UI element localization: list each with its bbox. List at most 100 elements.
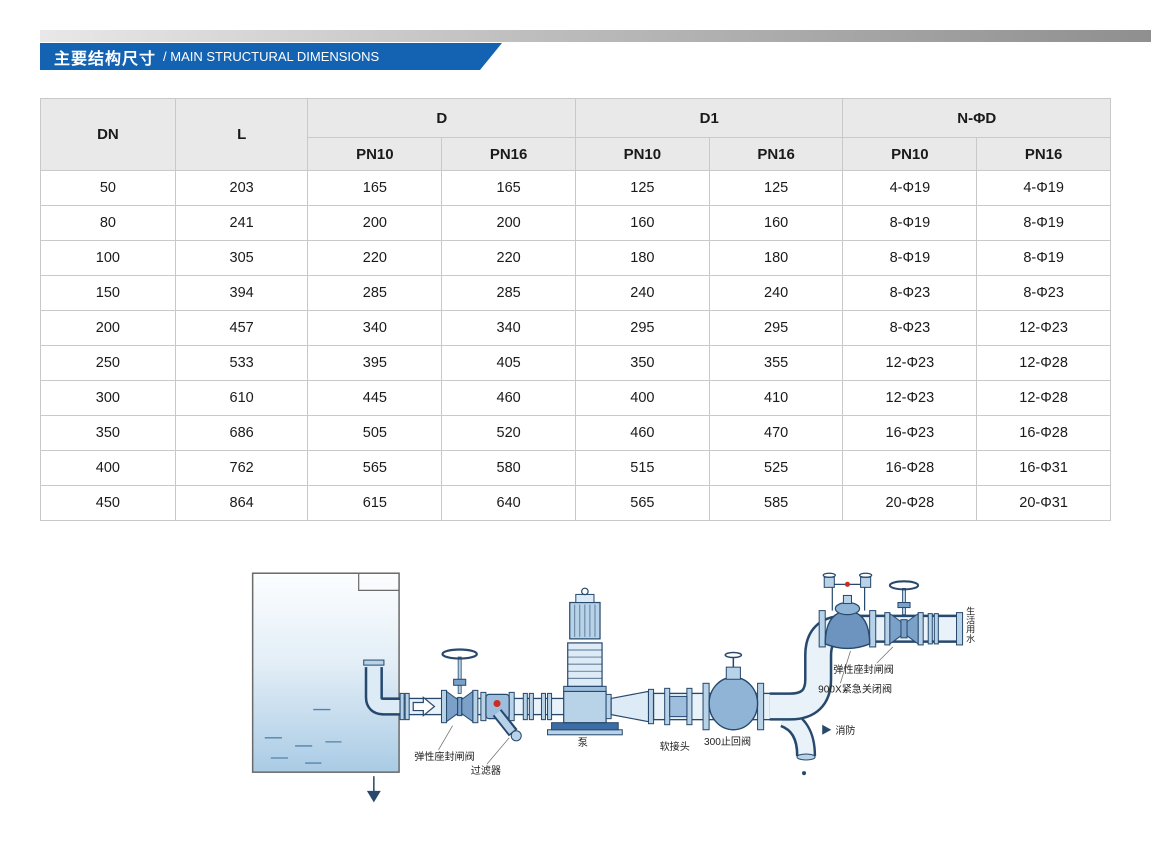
col-header-d1: D1 <box>574 98 844 138</box>
table-cell: 220 <box>441 240 576 276</box>
table-cell: 240 <box>574 275 710 311</box>
table-cell: 300 <box>40 380 176 416</box>
table-cell: 8-Φ23 <box>842 275 978 311</box>
table-cell: 610 <box>174 380 309 416</box>
table-cell: 250 <box>40 345 176 381</box>
label-domestic-water: 生活用水 <box>965 606 976 643</box>
table-cell: 20-Φ28 <box>842 485 978 521</box>
table-cell: 405 <box>441 345 576 381</box>
fire-branch <box>779 708 817 776</box>
table-cell: 12-Φ23 <box>842 380 978 416</box>
fire-arrow <box>822 724 832 735</box>
subheader-d1-pn16: PN16 <box>708 137 844 171</box>
table-cell: 16-Φ23 <box>842 415 978 451</box>
table-cell: 340 <box>307 310 443 346</box>
outlet-coupling <box>927 612 964 646</box>
subheader-d-pn16: PN16 <box>441 137 576 171</box>
table-cell: 350 <box>40 415 176 451</box>
table-cell: 285 <box>441 275 576 311</box>
table-cell: 460 <box>441 380 576 416</box>
table-cell: 12-Φ28 <box>976 380 1111 416</box>
table-cell: 350 <box>574 345 710 381</box>
reducer-cone <box>605 688 655 725</box>
pilot-red-fitting <box>844 581 850 587</box>
table-cell: 180 <box>574 240 710 276</box>
table-cell: 240 <box>708 275 844 311</box>
label-gate-valve-right: 弹性座封闸阀 <box>833 663 893 676</box>
table-cell: 565 <box>307 450 443 486</box>
table-cell: 4-Φ19 <box>976 170 1111 206</box>
table-cell: 450 <box>40 485 176 521</box>
table-cell: 203 <box>174 170 309 206</box>
table-cell: 520 <box>441 415 576 451</box>
table-cell: 400 <box>40 450 176 486</box>
table-cell: 20-Φ31 <box>976 485 1111 521</box>
table-cell: 125 <box>574 170 710 206</box>
table-cell: 285 <box>307 275 443 311</box>
subheader-nd-pn10: PN10 <box>842 137 978 171</box>
table-cell: 295 <box>708 310 844 346</box>
table-cell: 400 <box>574 380 710 416</box>
table-cell: 241 <box>174 205 309 241</box>
table-cell: 505 <box>307 415 443 451</box>
table-cell: 864 <box>174 485 309 521</box>
table-cell: 16-Φ28 <box>976 415 1111 451</box>
table-cell: 165 <box>441 170 576 206</box>
table-cell: 220 <box>307 240 443 276</box>
drain-arrow <box>366 776 381 803</box>
table-cell: 125 <box>708 170 844 206</box>
table-cell: 295 <box>574 310 710 346</box>
table-cell: 100 <box>40 240 176 276</box>
table-cell: 580 <box>441 450 576 486</box>
table-cell: 12-Φ23 <box>842 345 978 381</box>
soft-joint <box>664 687 693 726</box>
gate-valve-left <box>440 648 479 724</box>
table-cell: 640 <box>441 485 576 521</box>
table-cell: 395 <box>307 345 443 381</box>
label-emergency-valve: 900X紧急关闭阀 <box>818 682 892 695</box>
table-cell: 16-Φ28 <box>842 450 978 486</box>
installation-diagram: 弹性座封闸阀 过滤器 泵 软接头 300止回阀 900X紧急关闭阀 弹性座封闸阀… <box>212 550 980 858</box>
table-cell: 8-Φ19 <box>842 240 978 276</box>
table-cell: 394 <box>174 275 309 311</box>
label-leaders <box>438 646 894 765</box>
table-cell: 4-Φ19 <box>842 170 978 206</box>
label-fire: 消防 <box>835 724 855 737</box>
col-header-l: L <box>174 98 309 171</box>
table-cell: 200 <box>307 205 443 241</box>
table-cell: 515 <box>574 450 710 486</box>
subheader-d-pn10: PN10 <box>307 137 443 171</box>
handwheel-icon <box>888 580 920 591</box>
pipe-flange-pair <box>399 692 410 721</box>
table-cell: 533 <box>174 345 309 381</box>
handwheel-icon <box>724 651 743 659</box>
table-cell: 305 <box>174 240 309 276</box>
table-cell: 8-Φ19 <box>976 240 1111 276</box>
piping-diagram-svg: 弹性座封闸阀 过滤器 泵 软接头 300止回阀 900X紧急关闭阀 弹性座封闸阀… <box>251 572 976 803</box>
label-soft-joint: 软接头 <box>660 740 690 753</box>
table-cell: 686 <box>174 415 309 451</box>
section-title-en: / MAIN STRUCTURAL DIMENSIONS <box>163 49 380 64</box>
water-ripples <box>264 708 342 764</box>
table-cell: 165 <box>307 170 443 206</box>
pilot-handwheel-icon <box>822 572 836 578</box>
flow-arrow <box>412 696 436 717</box>
table-cell: 160 <box>708 205 844 241</box>
table-cell: 585 <box>708 485 844 521</box>
table-cell: 340 <box>441 310 576 346</box>
table-cell: 8-Φ19 <box>976 205 1111 241</box>
table-cell: 615 <box>307 485 443 521</box>
col-header-dn: DN <box>40 98 176 171</box>
table-cell: 200 <box>441 205 576 241</box>
table-cell: 470 <box>708 415 844 451</box>
label-gate-valve-left: 弹性座封闸阀 <box>414 750 474 763</box>
check-valve <box>702 651 765 731</box>
emergency-valve-900x <box>818 572 877 650</box>
